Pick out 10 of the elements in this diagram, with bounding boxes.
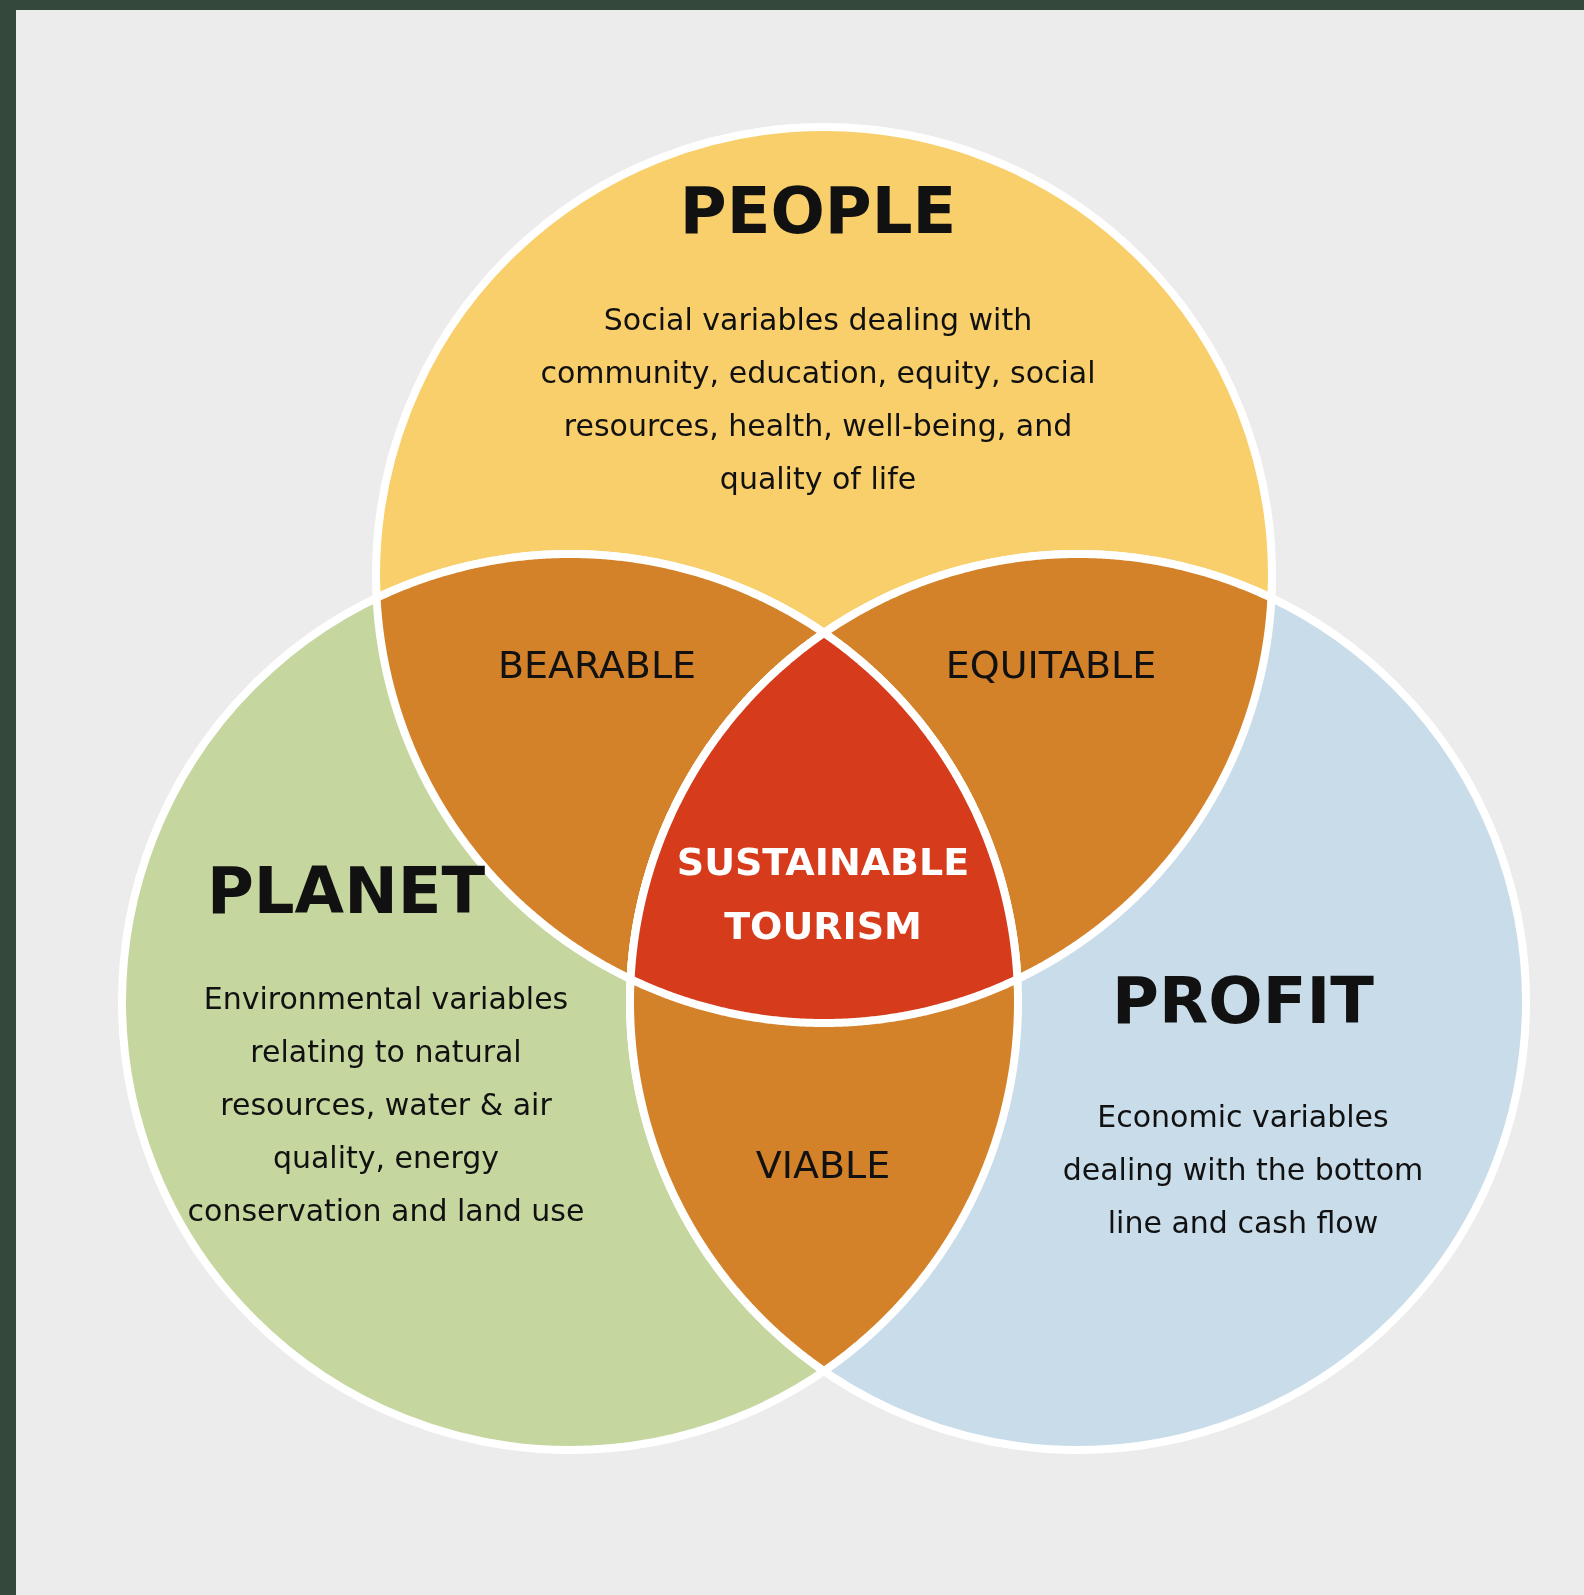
heading: PROFIT xyxy=(1111,965,1375,1037)
heading: PLANET xyxy=(205,855,487,927)
description: Environmental variables relating to natural resources, water & air quality, energy conservation and land use xyxy=(186,980,586,1230)
description: Social variables dealing with community, education, equity, social resources, health, well-being, and quality of life xyxy=(539,301,1097,498)
region-label: BEARABLE xyxy=(496,642,698,688)
region-label: VIABLE xyxy=(754,1142,892,1188)
heading: PEOPLE xyxy=(678,175,958,247)
region-label: EQUITABLE xyxy=(944,642,1158,688)
center-label: SUSTAINABLE TOURISM xyxy=(675,839,971,950)
description: Economic variables dealing with the bottom line and cash flow xyxy=(1061,1098,1425,1242)
